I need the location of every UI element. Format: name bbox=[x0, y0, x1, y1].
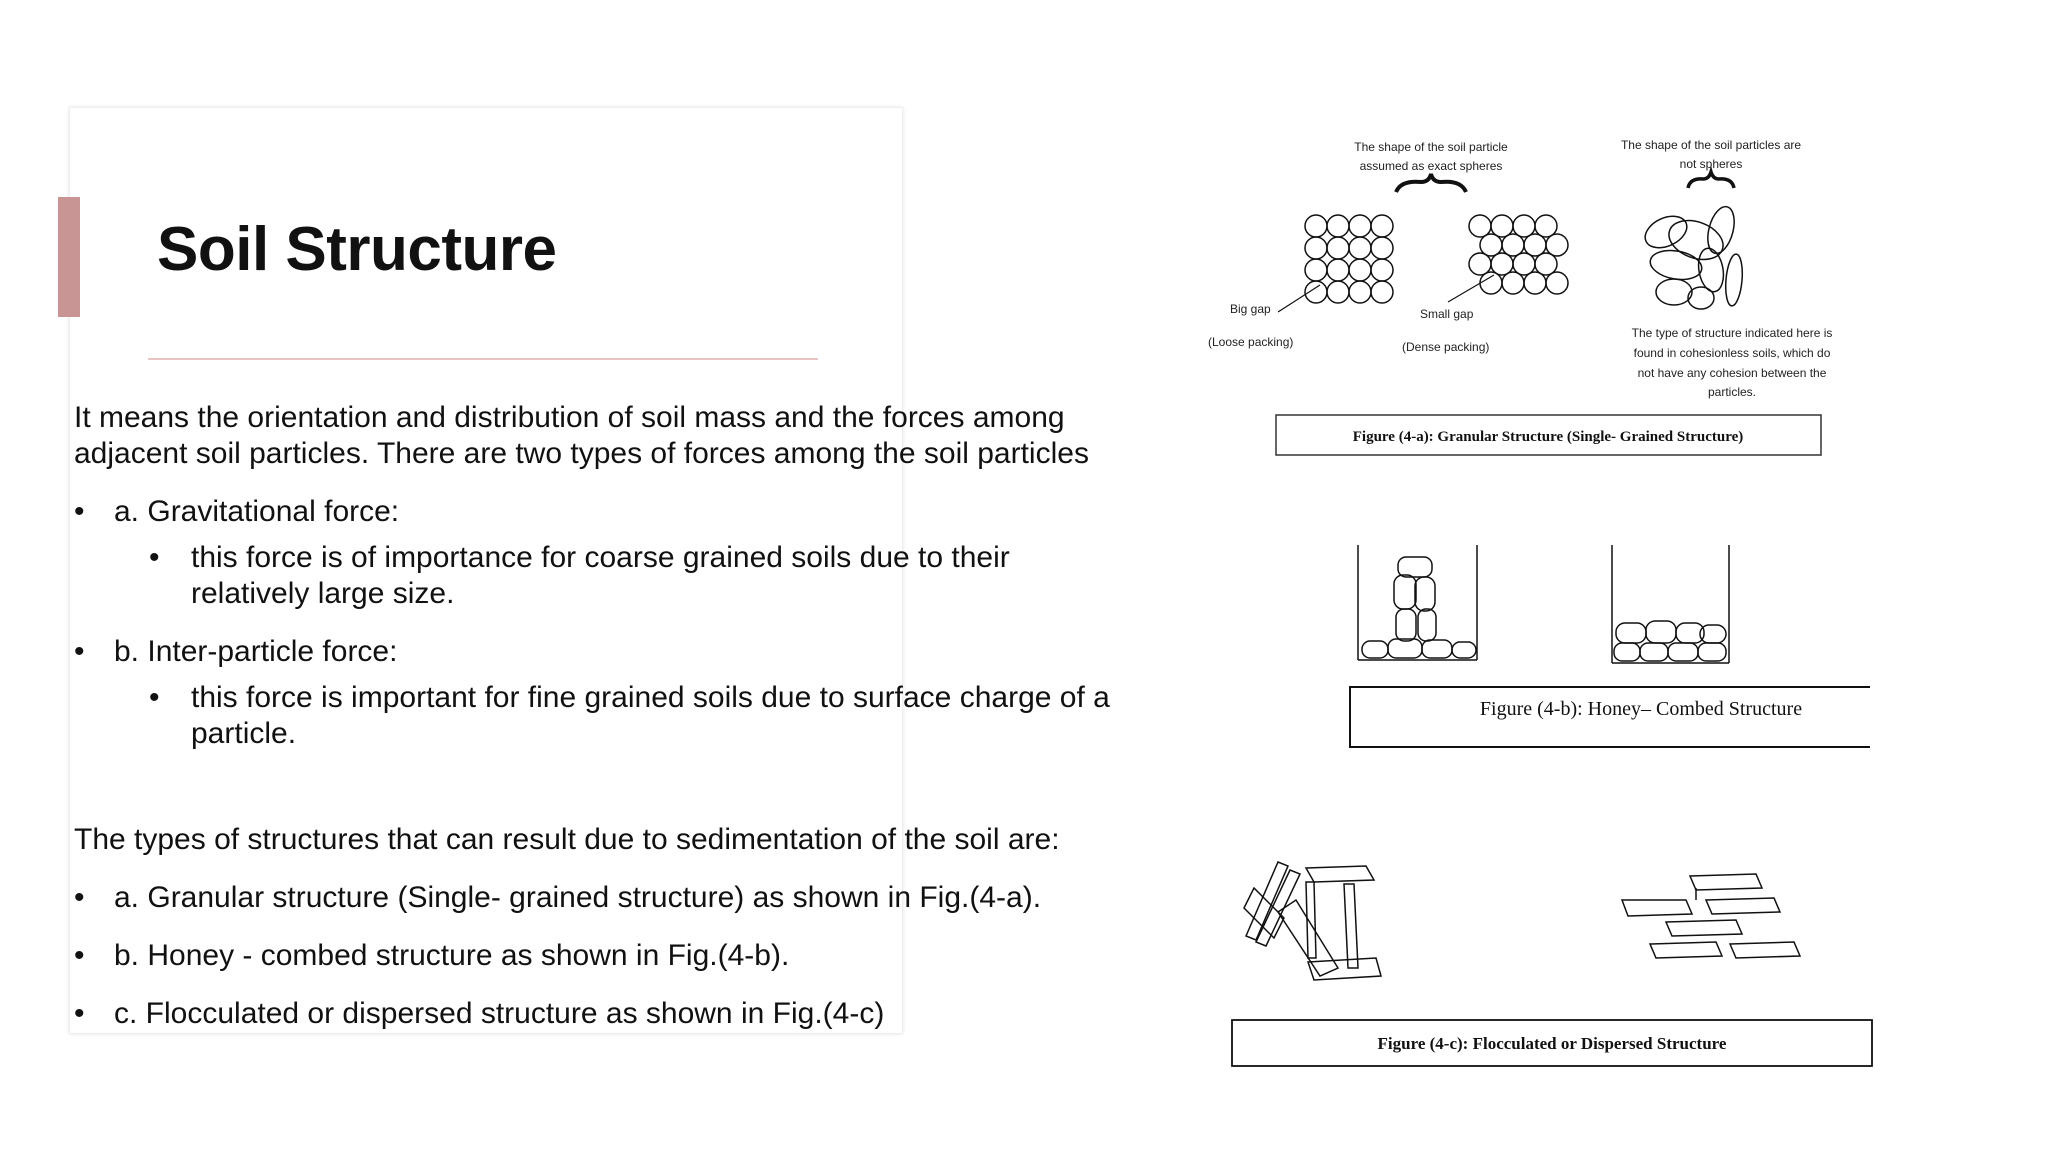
irregular-particles bbox=[1644, 205, 1744, 310]
force-a-detail: this force is of importance for coarse g… bbox=[74, 540, 1121, 612]
type-b: b. Honey - combed structure as shown in … bbox=[74, 938, 1134, 974]
brace-icon bbox=[1394, 173, 1468, 193]
dense-packing-spheres bbox=[1468, 214, 1569, 295]
title-accent-bar bbox=[58, 197, 80, 317]
figure-4b-honeycombed-structure: Figure (4-b): Honey– Combed Structure bbox=[1349, 545, 1870, 748]
honeycomb-container-left bbox=[1357, 545, 1478, 661]
force-b-detail: this force is important for fine grained… bbox=[74, 680, 1161, 752]
fig-a-note-spheres-2: assumed as exact spheres bbox=[1360, 159, 1503, 173]
fig-a-small-gap: Small gap bbox=[1420, 307, 1474, 321]
honeycomb-container-right bbox=[1611, 545, 1730, 664]
fig-a-cohesion-2: found in cohesionless soils, which do bbox=[1634, 346, 1831, 360]
fig-a-loose: (Loose packing) bbox=[1208, 335, 1293, 349]
fig-b-caption-box bbox=[1349, 686, 1870, 748]
fig-a-note-spheres-1: The shape of the soil particle bbox=[1354, 140, 1508, 154]
type-a: a. Granular structure (Single- grained s… bbox=[74, 880, 1134, 916]
fig-b-caption: Figure (4-b): Honey– Combed Structure bbox=[1480, 698, 1802, 720]
dispersed-plates bbox=[1620, 873, 1802, 959]
slide-title: Soil Structure bbox=[157, 215, 557, 284]
fig-a-caption-box bbox=[1275, 414, 1822, 456]
title-underline bbox=[148, 358, 818, 360]
types-intro: The types of structures that can result … bbox=[74, 823, 1060, 856]
fig-a-big-gap: Big gap bbox=[1230, 302, 1271, 316]
fig-a-cohesion-4: particles. bbox=[1708, 385, 1756, 399]
flocculated-plates bbox=[1243, 861, 1382, 981]
fig-a-caption: Figure (4-a): Granular Structure (Single… bbox=[1353, 429, 1744, 445]
fig-a-cohesion-1: The type of structure indicated here is bbox=[1632, 326, 1833, 340]
force-b-label: b. Inter-particle force: bbox=[74, 634, 1134, 670]
slide-body: It means the orientation and distributio… bbox=[74, 400, 1134, 1032]
figure-4c-flocculated-structure: Figure (4-c): Flocculated or Dispersed S… bbox=[1231, 861, 1873, 1067]
fig-a-note-nonspheres-1: The shape of the soil particles are bbox=[1621, 138, 1801, 152]
intro-paragraph: It means the orientation and distributio… bbox=[74, 401, 1089, 470]
force-a-label: a. Gravitational force: bbox=[74, 494, 1134, 530]
fig-a-dense: (Dense packing) bbox=[1402, 340, 1489, 354]
fig-a-note-nonspheres-2: not spheres bbox=[1680, 157, 1743, 171]
loose-packing-spheres bbox=[1304, 214, 1394, 304]
fig-c-caption-box bbox=[1231, 1019, 1873, 1067]
fig-a-cohesion-3: not have any cohesion between the bbox=[1638, 366, 1827, 380]
type-c: c. Flocculated or dispersed structure as… bbox=[74, 996, 1134, 1032]
brace-icon bbox=[1686, 165, 1736, 189]
fig-c-caption: Figure (4-c): Flocculated or Dispersed S… bbox=[1378, 1034, 1727, 1053]
figure-4a-granular-structure: The shape of the soil particle assumed a… bbox=[1208, 138, 1833, 456]
